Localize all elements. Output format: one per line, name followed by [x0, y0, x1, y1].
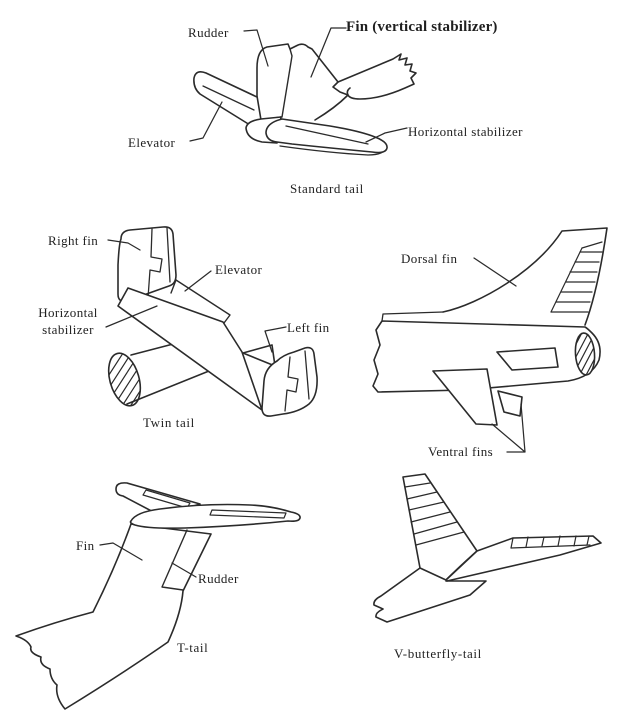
standard-near-thickness	[279, 145, 387, 156]
label-ventral-fins: Ventral fins	[428, 444, 494, 459]
leader-line	[473, 257, 517, 287]
twin-elevator-panel	[175, 279, 231, 324]
twin-left-fin-edge	[304, 350, 310, 400]
label-t-tail-rudder: Rudder	[198, 571, 239, 586]
t-tail-fin-fuselage	[15, 523, 212, 710]
leader-line	[99, 542, 143, 561]
ventral-fin-far	[497, 390, 523, 417]
v-tail-right-ribs	[510, 535, 591, 549]
twin-tail-drawing	[103, 226, 318, 417]
leader-line	[365, 127, 408, 143]
label-standard-horizontal-stabilizer: Horizontal stabilizer	[408, 124, 523, 139]
label-dorsal-fin: Dorsal fin	[401, 251, 458, 266]
twin-leader-lines	[105, 239, 287, 353]
t-tail-rudder-hinge	[161, 529, 188, 591]
ventral-fin-near	[432, 368, 498, 426]
standard-left-elevator-hinge	[202, 85, 255, 111]
label-t-tail-fin: Fin	[76, 538, 95, 553]
v-tail-left-ribs	[404, 482, 465, 546]
v-tail-fuselage	[373, 567, 487, 623]
twin-elevator-end	[170, 279, 177, 294]
t-tail-near-stabilizer	[129, 503, 301, 529]
dorsal-fuselage-lip	[381, 311, 444, 322]
caption-t-tail: T-tail	[177, 640, 209, 655]
twin-horizontal-stabilizer	[117, 287, 263, 411]
standard-tail-drawing	[189, 27, 417, 156]
dorsal-horizontal-stabilizer	[496, 347, 559, 371]
twin-left-fin-crease	[284, 356, 299, 412]
leader-line	[264, 326, 287, 353]
standard-rudder-hinge	[281, 48, 293, 118]
label-twin-right-fin: Right fin	[48, 233, 99, 248]
leader-line	[189, 101, 223, 142]
label-standard-elevator: Elevator	[128, 135, 176, 150]
caption-v-butterfly-tail: V-butterfly-tail	[394, 646, 482, 661]
leader-line	[243, 29, 269, 67]
standard-right-stabilizer	[337, 53, 417, 100]
twin-left-fin	[261, 346, 318, 417]
v-tail-right-surface	[445, 535, 602, 582]
t-tail-drawing	[15, 482, 301, 710]
t-tail-right-elevator	[209, 509, 287, 519]
v-butterfly-tail-drawing	[373, 473, 602, 623]
leader-line	[105, 305, 158, 328]
twin-right-fin-edge	[166, 227, 171, 283]
dorsal-leader-lines	[473, 257, 526, 453]
standard-fin-outline	[256, 43, 349, 121]
label-twin-left-fin: Left fin	[287, 320, 330, 335]
standard-leader-lines	[189, 27, 408, 143]
leader-line	[310, 27, 347, 78]
dorsal-fin-drawing	[372, 227, 608, 453]
dorsal-fuselage	[372, 320, 601, 393]
leader-line	[491, 403, 526, 453]
standard-left-stabilizer	[193, 71, 258, 126]
label-standard-fin: Fin (vertical stabilizer)	[346, 19, 498, 35]
t-tail-leader-lines	[99, 542, 197, 578]
label-standard-rudder: Rudder	[188, 25, 229, 40]
caption-standard-tail: Standard tail	[290, 181, 364, 196]
leader-line	[107, 239, 141, 251]
standard-near-elevator-hinge	[285, 125, 369, 145]
label-twin-horizontal-stabilizer: Horizontal stabilizer	[38, 305, 98, 337]
dorsal-rudder-hatching	[550, 241, 603, 313]
dorsal-fin-outline	[442, 227, 608, 326]
leader-line	[171, 562, 197, 578]
standard-near-stabilizer	[265, 118, 388, 154]
label-twin-elevator: Elevator	[215, 262, 263, 277]
leader-line	[184, 270, 212, 292]
caption-twin-tail: Twin tail	[143, 415, 195, 430]
twin-far-tip	[242, 344, 276, 367]
twin-right-fin-crease	[147, 228, 163, 299]
